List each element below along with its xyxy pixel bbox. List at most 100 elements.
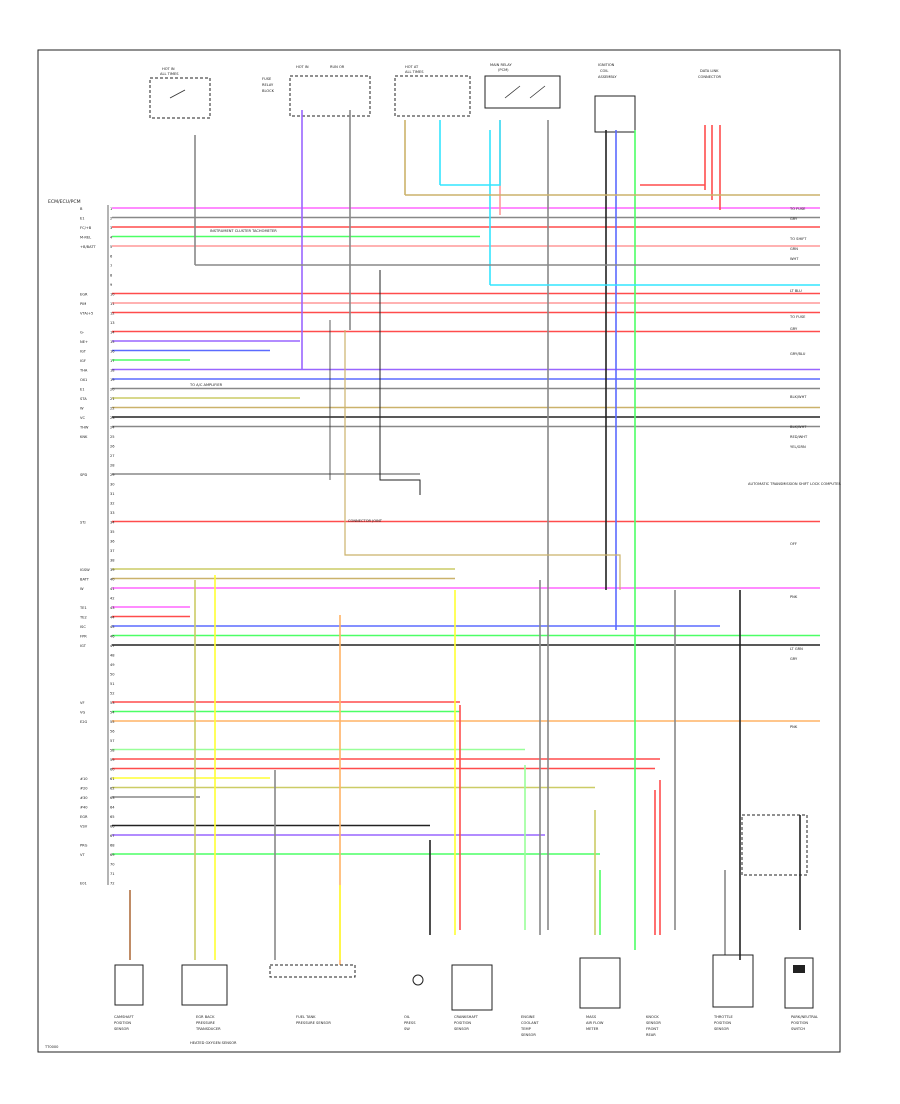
- pin-number: 18: [110, 369, 115, 373]
- pin-label: G-: [80, 331, 85, 335]
- pin-number: 42: [110, 597, 115, 601]
- right-wire-label: BLK/WHT: [790, 425, 807, 429]
- pin-number: 45: [110, 625, 115, 629]
- park-neutral-switch-core: [793, 965, 805, 973]
- pin-number: 22: [110, 407, 115, 411]
- pin-label: W: [80, 587, 84, 591]
- pin-label: E1: [80, 217, 85, 221]
- pin-number: 68: [110, 844, 115, 848]
- engine-coolant-sensor-box: [579, 957, 621, 1009]
- component-label: POSITION: [714, 1021, 731, 1025]
- pin-number: 46: [110, 635, 115, 639]
- component-label: MASS: [586, 1015, 597, 1019]
- pin-number: 2: [110, 217, 112, 221]
- component-label: OIL: [404, 1015, 410, 1019]
- pin-number: 36: [110, 540, 115, 544]
- pin-number: 25: [110, 435, 115, 439]
- pin-number: 43: [110, 606, 115, 610]
- pin-label: KNK: [80, 435, 88, 439]
- right-wire-label: RED/WHT: [790, 435, 808, 439]
- pin-label: #40: [80, 806, 88, 810]
- pin-number: 57: [110, 739, 115, 743]
- pin-label: IGT: [80, 644, 87, 648]
- pin-number: 1: [110, 207, 112, 211]
- pin-number: 53: [110, 701, 115, 705]
- pin-label: #30: [80, 796, 88, 800]
- pin-label: THW: [79, 426, 89, 430]
- pin-number: 67: [110, 834, 115, 838]
- component-label: TRANSDUCER: [195, 1027, 221, 1031]
- component-label: PARK/NEUTRAL: [791, 1015, 818, 1019]
- pin-label: FPR: [80, 635, 87, 639]
- pin-number: 61: [110, 777, 115, 781]
- pin-number: 3: [110, 226, 112, 230]
- pin-number: 23: [110, 416, 115, 420]
- right-wire-label: YEL/GRN: [790, 445, 806, 449]
- pin-number: 15: [110, 340, 115, 344]
- component-label: ENGINE: [521, 1015, 535, 1019]
- component-label: SENSOR: [646, 1021, 661, 1025]
- right-wire-label: TO FUSE: [789, 207, 806, 211]
- wire-layer: [112, 110, 820, 965]
- component-label: CAMSHAFT: [114, 1015, 135, 1019]
- right-wire-label: LT GRN: [790, 647, 803, 651]
- oil-press-switch: [412, 974, 424, 986]
- component-label: EGR BACK: [196, 1015, 215, 1019]
- pin-number: 5: [110, 245, 112, 249]
- pin-number: 10: [110, 293, 115, 297]
- camshaft-sensor-box: [114, 964, 144, 1006]
- pin-label: EGR: [80, 815, 88, 819]
- pin-number: 39: [110, 568, 115, 572]
- wire-tan: [344, 330, 621, 590]
- figure-code: TT0000: [44, 1045, 59, 1049]
- pin-number: 59: [110, 758, 115, 762]
- pin-label: STA: [80, 397, 87, 401]
- ecm-header-label: ECM/ECU/PCM: [48, 199, 81, 205]
- egr-transducer-box: [181, 964, 228, 1006]
- component-label: POSITION: [114, 1021, 131, 1025]
- component-label: POSITION: [791, 1021, 808, 1025]
- component-label: COOLANT: [521, 1021, 539, 1025]
- ignition-coil-label-1: IGNITION: [598, 63, 615, 67]
- pin-label: VF: [80, 701, 85, 705]
- pin-label: E1: [80, 388, 85, 392]
- pin-number: 32: [110, 502, 115, 506]
- pin-label: PIM: [80, 302, 86, 306]
- component-label: FUEL TANK: [296, 1015, 316, 1019]
- pin-number: 35: [110, 530, 115, 534]
- pin-number: 33: [110, 511, 115, 515]
- right-wire-label: GRY: [790, 657, 798, 661]
- component-label: AIR FLOW: [586, 1021, 604, 1025]
- component-label: POSITION: [454, 1021, 471, 1025]
- main-relay-label-2: (PCM): [498, 68, 509, 72]
- pin-label: TE2: [79, 616, 87, 620]
- component-label: FRONT: [646, 1027, 659, 1031]
- diagram-frame: [37, 49, 841, 1053]
- right-wire-label: PNK: [790, 595, 798, 599]
- pin-number: 30: [110, 483, 115, 487]
- fuel-tank-sensor-box: [269, 964, 356, 978]
- pin-number: 51: [110, 682, 115, 686]
- pin-label: +B/BATT: [80, 245, 96, 249]
- component-label: METER: [586, 1027, 599, 1031]
- connector-joint-note: CONNECTOR JOINT: [348, 519, 383, 523]
- component-label: TEMP: [520, 1027, 532, 1031]
- pin-number: 69: [110, 853, 115, 857]
- pin-number: 19: [110, 378, 115, 382]
- right-wire-label: GRY: [790, 327, 798, 331]
- pin-number: 71: [110, 872, 115, 876]
- right-wire-label: TO SHIFT: [789, 237, 807, 241]
- pin-label: NE+: [80, 340, 88, 344]
- pin-number: 50: [110, 673, 115, 677]
- component-label: CRANKSHAFT: [454, 1015, 479, 1019]
- pin-number: 44: [110, 616, 115, 620]
- crankshaft-sensor-box: [451, 964, 493, 1011]
- pin-label: IGT: [80, 350, 87, 354]
- pin-number: 58: [110, 749, 115, 753]
- pin-label: B: [80, 207, 83, 211]
- pin-number: 8: [110, 274, 113, 278]
- component-label: PRESS: [404, 1021, 416, 1025]
- fuse-relay-label-3: BLOCK: [262, 89, 275, 93]
- ignition-coil-box: [594, 95, 636, 133]
